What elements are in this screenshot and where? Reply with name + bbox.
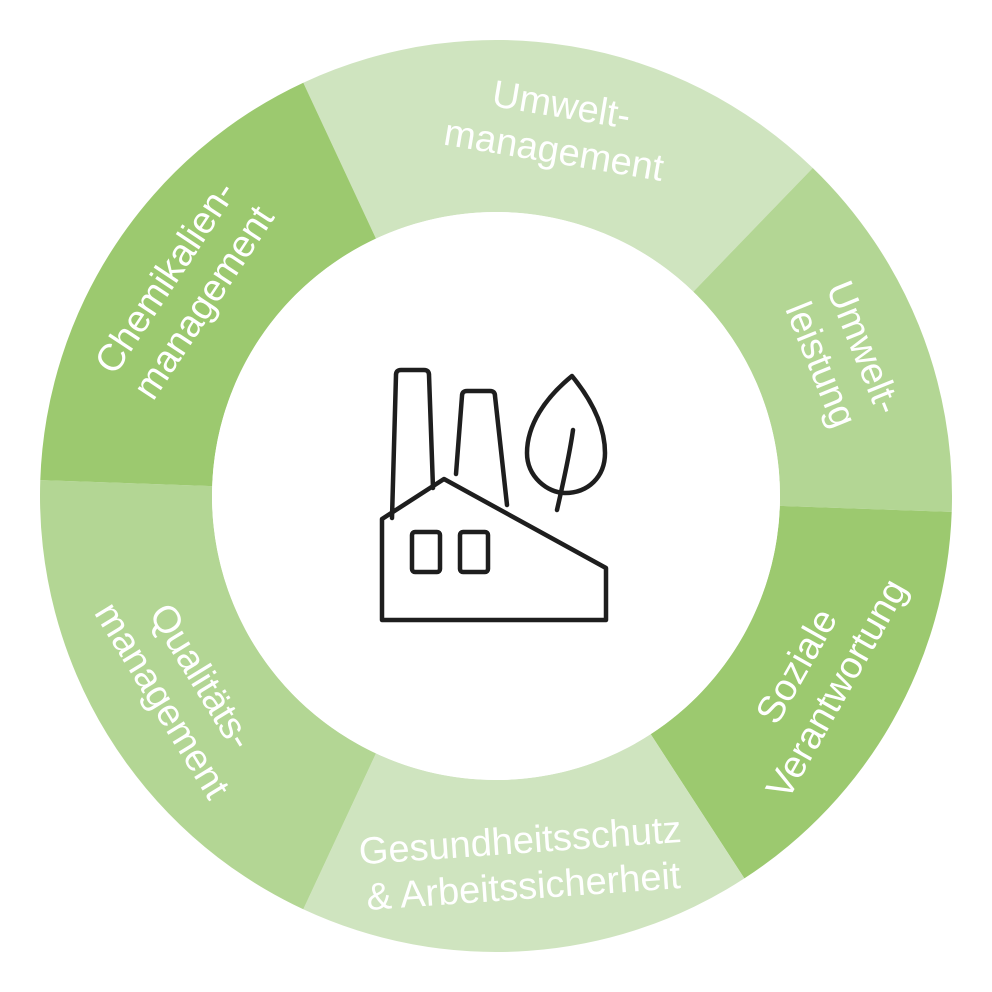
segments-layer [39,39,953,952]
segment-umweltmanagement [303,39,813,292]
segment-umweltleistung [693,167,953,512]
segment-chemikalienmanagement [40,82,376,487]
segment-qualitaetsmanagement [39,480,376,910]
segment-soziale-verantwortung [650,505,952,879]
segment-gesundheitsschutz [303,734,745,952]
center-circle [212,212,780,780]
factory-with-leaf-icon [379,367,609,623]
